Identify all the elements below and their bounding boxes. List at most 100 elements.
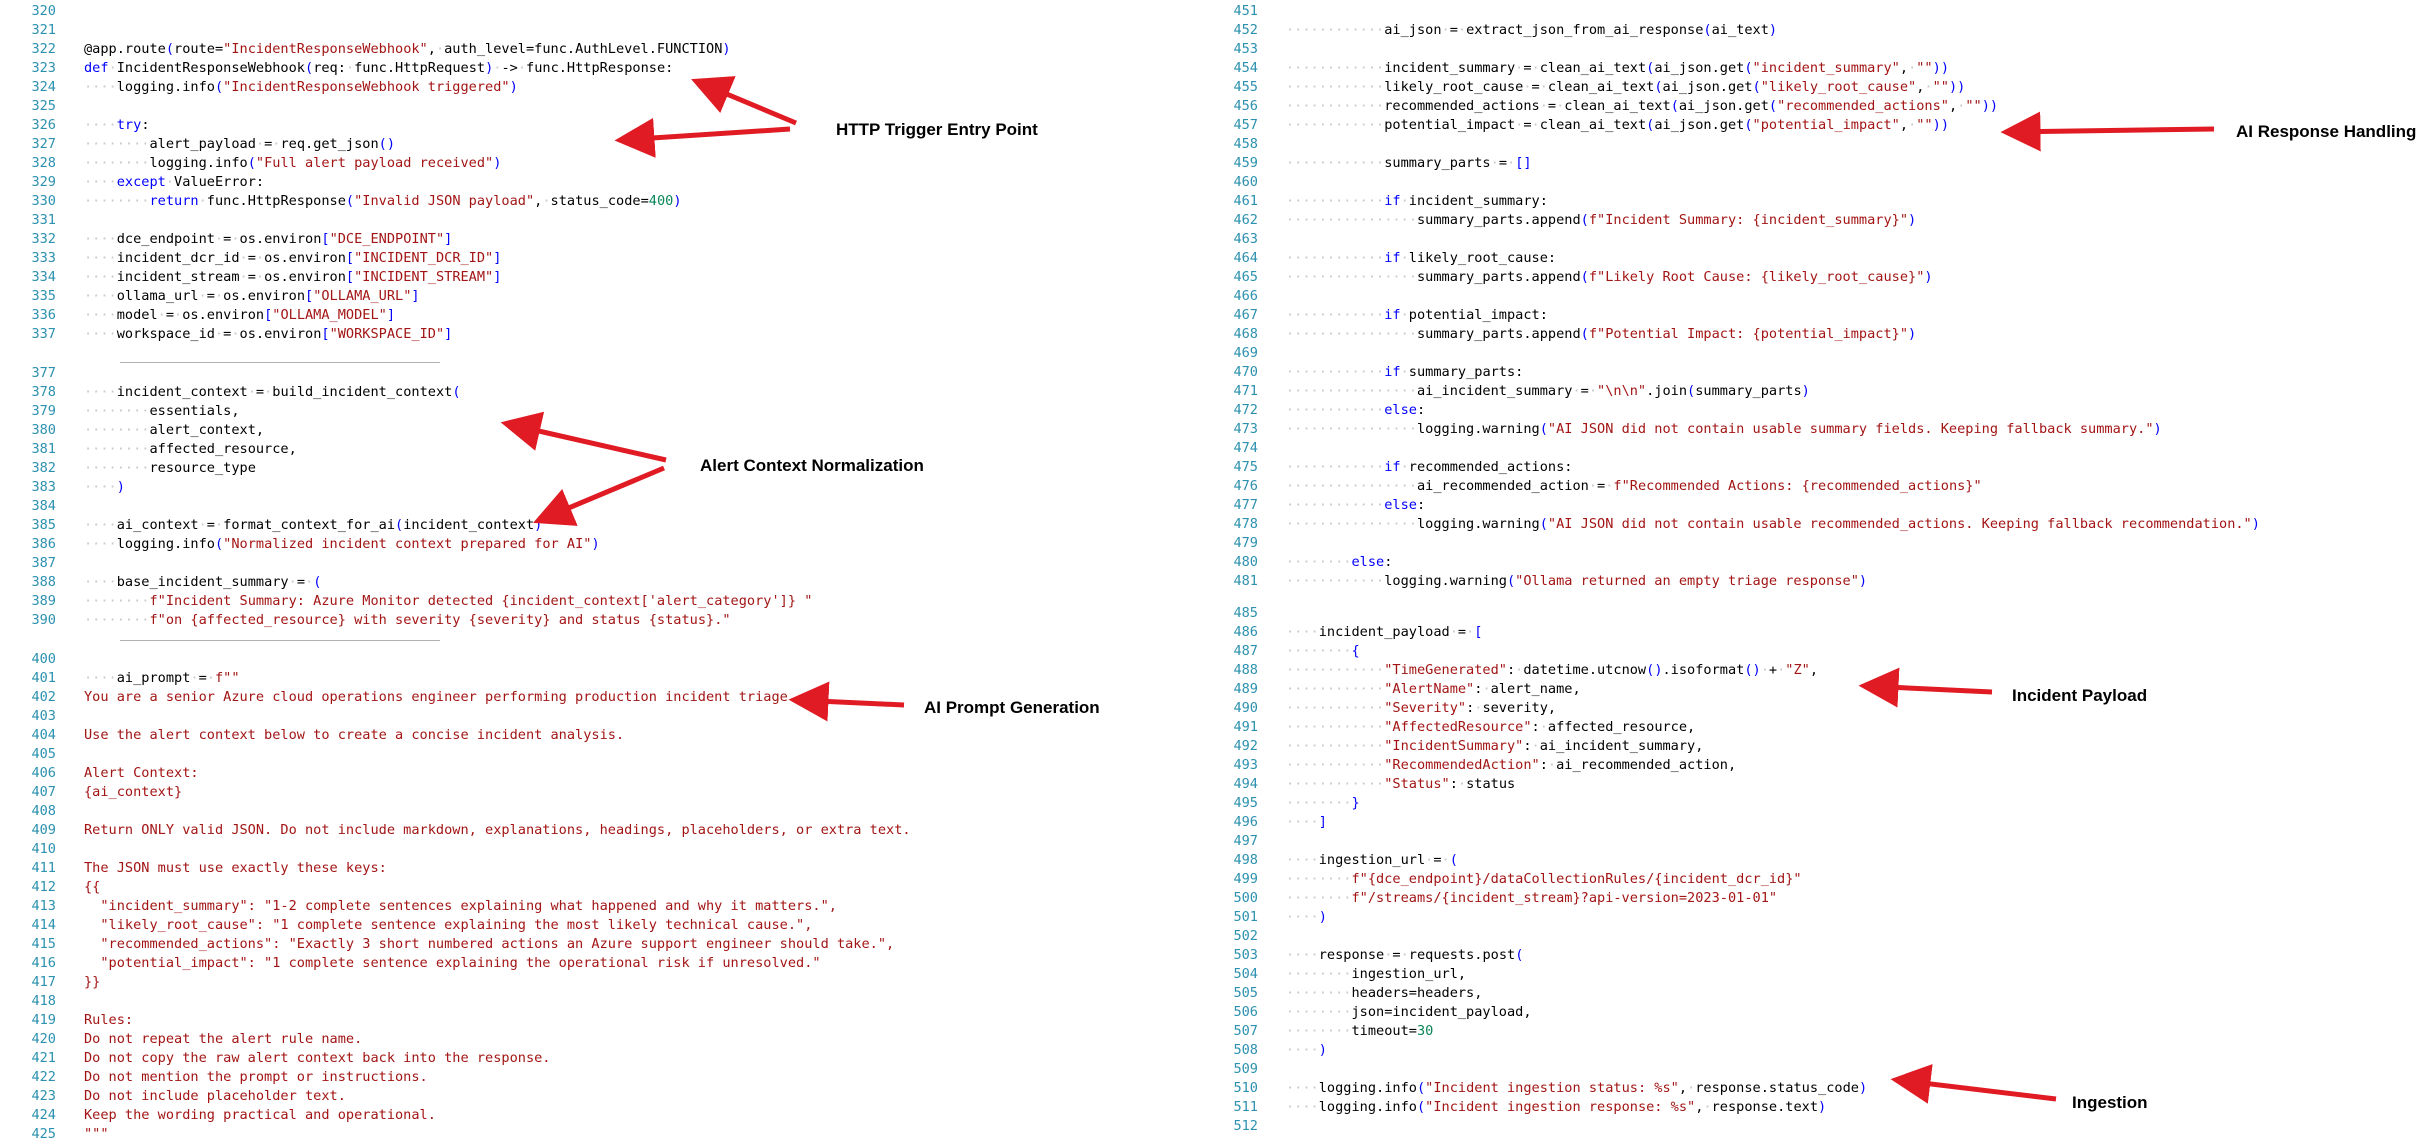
line-code: ········ingestion_url, [1286, 966, 1467, 982]
line-code: @app.route(route="IncidentResponseWebhoo… [84, 41, 731, 57]
code-line: 479 [1212, 534, 2424, 553]
line-number: 386 [31, 536, 56, 552]
line-code: ········headers=headers, [1286, 985, 1483, 1001]
line-number: 478 [1233, 516, 1258, 532]
line-number: 400 [31, 651, 56, 667]
line-number: 456 [1233, 98, 1258, 114]
code-line: 486····incident_payload·=·[ [1212, 623, 2424, 642]
line-number: 459 [1233, 155, 1258, 171]
code-line: 388····base_incident_summary·=·( [0, 573, 1180, 592]
line-number: 485 [1233, 605, 1258, 621]
code-line: 478················logging.warning("AI J… [1212, 515, 2424, 534]
line-number: 510 [1233, 1080, 1258, 1096]
line-number: 377 [31, 365, 56, 381]
line-code: ····ai_prompt·=·f"" [84, 670, 240, 686]
line-code: ············potential_impact·=·clean_ai_… [1286, 117, 1949, 133]
line-code: ········f"/streams/{incident_stream}?api… [1286, 890, 1778, 906]
line-number: 378 [31, 384, 56, 400]
line-number: 509 [1233, 1061, 1258, 1077]
line-number: 464 [1233, 250, 1258, 266]
line-number: 334 [31, 269, 56, 285]
line-number: 414 [31, 917, 56, 933]
line-code: ············if·incident_summary: [1286, 193, 1548, 209]
code-line: 425""" [0, 1125, 1180, 1144]
line-number: 498 [1233, 852, 1258, 868]
line-number: 415 [31, 936, 56, 952]
line-code: ········timeout=30 [1286, 1023, 1434, 1039]
code-line: 325 [0, 97, 1180, 116]
code-line: 485 [1212, 604, 2424, 623]
line-code: ········f"on {affected_resource} with se… [84, 612, 731, 628]
line-number: 324 [31, 79, 56, 95]
line-number: 402 [31, 689, 56, 705]
truncated-line-fragment [120, 640, 440, 646]
line-code: ····logging.info("Normalized incident co… [84, 536, 600, 552]
line-number: 401 [31, 670, 56, 686]
code-line: 379········essentials, [0, 402, 1180, 421]
annotation-http-trigger: HTTP Trigger Entry Point [836, 120, 1038, 139]
line-code: ········json=incident_payload, [1286, 1004, 1532, 1020]
line-number: 503 [1233, 947, 1258, 963]
line-code: ········} [1286, 795, 1360, 811]
code-line: 458 [1212, 135, 2424, 154]
line-code: ············"AlertName":·alert_name, [1286, 681, 1581, 697]
line-number: 423 [31, 1088, 56, 1104]
line-code: ················ai_incident_summary·=·"\… [1286, 383, 1810, 399]
line-number: 461 [1233, 193, 1258, 209]
code-panel-alert-context: 377 378····incident_context·=·build_incid… [0, 362, 1180, 632]
line-number: 337 [31, 326, 56, 342]
line-number: 453 [1233, 41, 1258, 57]
line-number: 465 [1233, 269, 1258, 285]
code-line: 330········return·func.HttpResponse("Inv… [0, 192, 1180, 211]
code-line: 418 [0, 992, 1180, 1011]
line-number: 477 [1233, 497, 1258, 513]
line-code: Do not repeat the alert rule name. [84, 1031, 363, 1047]
code-line: 378····incident_context·=·build_incident… [0, 383, 1180, 402]
line-number: 403 [31, 708, 56, 724]
line-number: 499 [1233, 871, 1258, 887]
code-line: 500········f"/streams/{incident_stream}?… [1212, 889, 2424, 908]
line-number: 480 [1233, 554, 1258, 570]
line-code: ················ai_recommended_action·=·… [1286, 478, 1982, 494]
code-line: 498····ingestion_url·=·( [1212, 851, 2424, 870]
code-line: 389········f"Incident Summary: Azure Mon… [0, 592, 1180, 611]
line-code: ············logging.warning("Ollama retu… [1286, 573, 1868, 589]
code-line: 470············if·summary_parts: [1212, 363, 2424, 382]
code-line: 455············likely_root_cause·=·clean… [1212, 78, 2424, 97]
code-line: 497 [1212, 832, 2424, 851]
line-number: 470 [1233, 364, 1258, 380]
code-line: 327········alert_payload·=·req.get_json(… [0, 135, 1180, 154]
code-line: 467············if·potential_impact: [1212, 306, 2424, 325]
code-line: 454············incident_summary·=·clean_… [1212, 59, 2424, 78]
line-number: 454 [1233, 60, 1258, 76]
line-code: ····logging.info("Incident ingestion sta… [1286, 1080, 1868, 1096]
line-code: ····incident_payload·=·[ [1286, 624, 1483, 640]
code-line: 477············else: [1212, 496, 2424, 515]
line-number: 416 [31, 955, 56, 971]
code-line: 510 ····logging.info("Incident ingestion … [1212, 1079, 2424, 1098]
line-code: ········f"{dce_endpoint}/dataCollectionR… [1286, 871, 1802, 887]
line-code: }} [84, 974, 101, 990]
code-line: 336····model·=·os.environ["OLLAMA_MODEL"… [0, 306, 1180, 325]
line-code: ····incident_stream·=·os.environ["INCIDE… [84, 269, 502, 285]
line-code: Return ONLY valid JSON. Do not include m… [84, 822, 911, 838]
line-code: ····model·=·os.environ["OLLAMA_MODEL"] [84, 307, 396, 323]
line-code: ············"IncidentSummary":·ai_incide… [1286, 738, 1704, 754]
line-code: ················summary_parts.append(f"L… [1286, 269, 1933, 285]
line-number: 472 [1233, 402, 1258, 418]
line-code: ················summary_parts.append(f"I… [1286, 212, 1917, 228]
line-number: 387 [31, 555, 56, 571]
annotation-ai-response: AI Response Handling [2236, 122, 2417, 141]
code-line: 453 [1212, 40, 2424, 59]
line-code: Do not copy the raw alert context back i… [84, 1050, 551, 1066]
line-number: 330 [31, 193, 56, 209]
line-number: 381 [31, 441, 56, 457]
code-line: 334 ····incident_stream·=·os.environ["INC… [0, 268, 1180, 287]
line-number: 410 [31, 841, 56, 857]
line-code: ············if·potential_impact: [1286, 307, 1548, 323]
line-number: 411 [31, 860, 56, 876]
line-code: ············likely_root_cause·=·clean_ai… [1286, 79, 1966, 95]
line-code: ············ai_json·=·extract_json_from_… [1286, 22, 1778, 38]
